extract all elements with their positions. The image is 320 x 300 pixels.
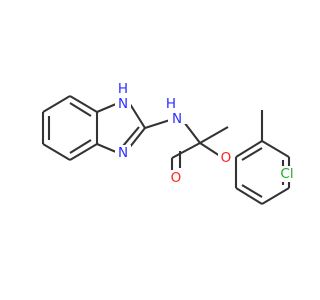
atom-o-carbonyl: O	[171, 170, 182, 186]
bond	[122, 126, 140, 147]
atom-n-amide: N	[172, 111, 182, 127]
bond	[69, 139, 92, 154]
bond	[241, 184, 263, 198]
bond	[199, 142, 221, 157]
bond	[96, 143, 117, 153]
chloromethylphenyl-ring	[234, 110, 291, 205]
bond	[261, 140, 290, 158]
atom-n-ring: N	[118, 145, 128, 161]
bond	[261, 187, 290, 205]
atom-n-amide-sub: H	[166, 96, 176, 112]
bond	[183, 121, 201, 144]
atom-n-ring-h-sub: H	[118, 81, 128, 97]
amide-linkage	[144, 118, 229, 171]
atom-labels: H N N H N O O Cl	[115, 81, 298, 186]
atom-n-ring-h: N	[118, 96, 128, 112]
atom-o-ether: O	[221, 150, 232, 166]
bond	[235, 187, 263, 205]
bond	[96, 103, 117, 113]
atom-cl: Cl	[280, 166, 293, 182]
bond	[199, 126, 229, 144]
bond	[42, 143, 71, 161]
bond	[241, 147, 263, 161]
bond	[129, 103, 146, 129]
bond	[69, 143, 98, 161]
bond	[235, 140, 263, 158]
bond	[42, 95, 71, 113]
benzimidazole-benzene-ring	[41, 95, 99, 161]
structure-canvas: H N N H N O O Cl	[41, 81, 298, 205]
bond	[171, 142, 201, 159]
bond	[69, 102, 92, 117]
bond	[69, 95, 98, 113]
bond	[144, 118, 171, 130]
